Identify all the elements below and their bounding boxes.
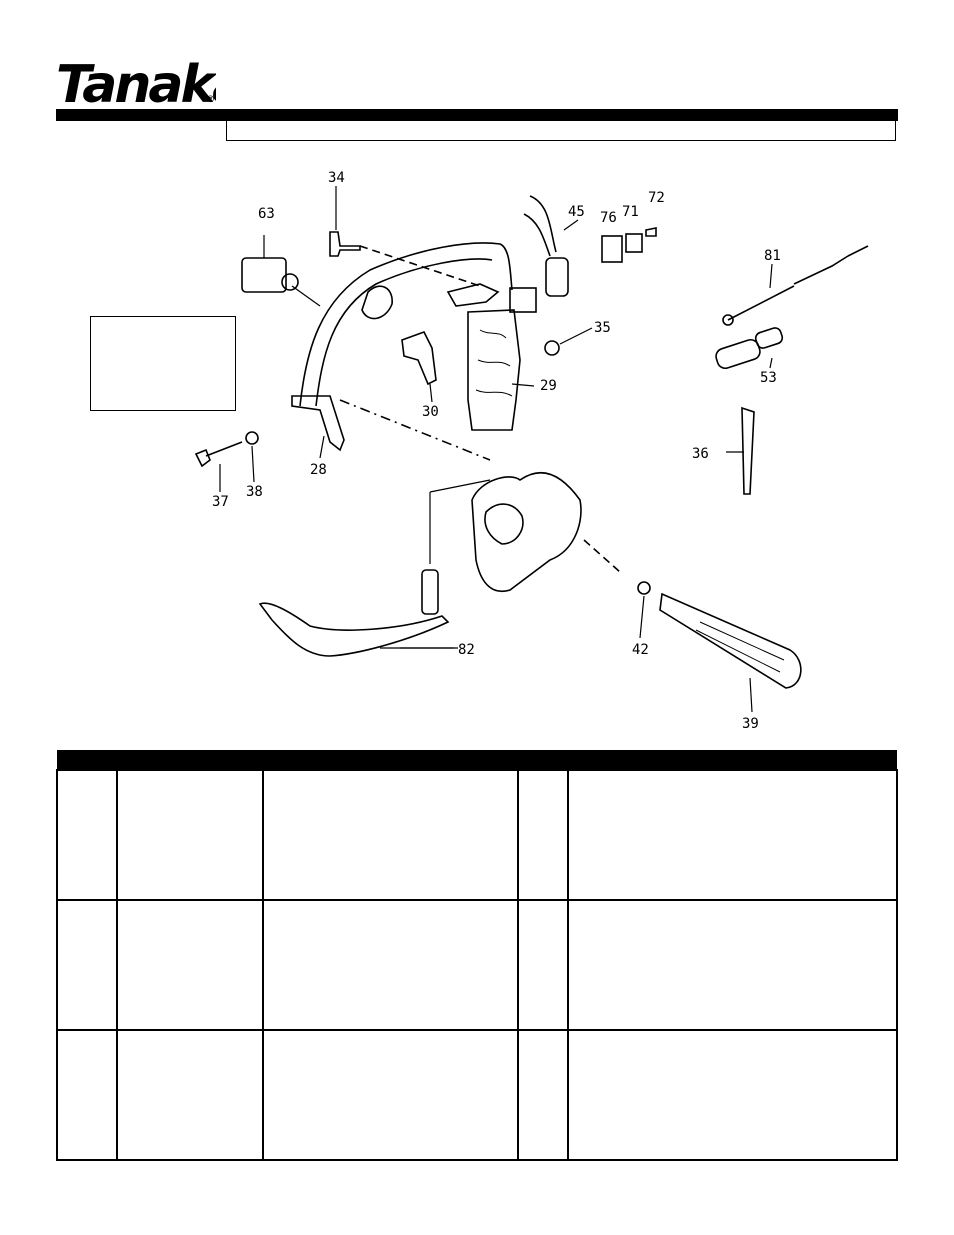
- screw-72: [645, 227, 657, 237]
- handle-bracket: [291, 395, 345, 452]
- parts-table: [56, 750, 898, 1161]
- table-cell: [56, 1029, 118, 1161]
- table-row: [56, 1029, 898, 1161]
- part-label-29: 29: [540, 378, 557, 394]
- part-label-76: 76: [600, 210, 617, 226]
- registered-mark: ®: [206, 95, 215, 105]
- part-label-38: 38: [246, 484, 263, 500]
- pin-37: [194, 441, 243, 468]
- table-cell: [517, 769, 569, 901]
- plate-71: [625, 233, 643, 253]
- part-label-42: 42: [632, 642, 649, 658]
- table-row: [56, 899, 898, 1031]
- table-cell: [517, 899, 569, 1031]
- part-label-82: 82: [458, 642, 475, 658]
- tanaka-logo: Tanaka ®: [56, 55, 216, 110]
- table-row: [56, 769, 898, 901]
- stand-82: [258, 602, 450, 657]
- table-header-cell: [117, 750, 263, 770]
- switch-63: [241, 257, 287, 293]
- table-cell: [116, 769, 264, 901]
- table-cell: [116, 899, 264, 1031]
- part-label-81: 81: [764, 248, 781, 264]
- washer-38: [245, 431, 259, 445]
- part-label-30: 30: [422, 404, 439, 420]
- parts-diagram: 34 63 45 76 71 72 81 35 30 29 53 28 37 3…: [194, 170, 869, 732]
- table-header-row: [57, 750, 897, 770]
- note-box: [90, 316, 236, 411]
- plate-76: [601, 235, 623, 263]
- handle-plate: [361, 285, 393, 320]
- part-label-71: 71: [622, 204, 639, 220]
- table-cell: [56, 899, 118, 1031]
- part-label-72: 72: [648, 190, 665, 206]
- header-rule: [56, 109, 898, 121]
- dashed-line-28: [339, 399, 491, 461]
- table-cell: [262, 769, 519, 901]
- table-cell: [567, 769, 898, 901]
- table-cell: [567, 899, 898, 1031]
- table-cell: [262, 899, 519, 1031]
- part-label-36: 36: [692, 446, 709, 462]
- table-header-cell: [263, 750, 518, 770]
- table-cell: [567, 1029, 898, 1161]
- spring-53: [715, 338, 761, 370]
- table-cell: [517, 1029, 569, 1161]
- part-label-53: 53: [760, 370, 777, 386]
- table-header-cell: [57, 750, 117, 770]
- dashed-line-34: [359, 245, 481, 287]
- part-label-35: 35: [594, 320, 611, 336]
- table-header-cell: [518, 750, 568, 770]
- cable-81: [727, 245, 869, 321]
- part-label-63: 63: [258, 206, 275, 222]
- title-box: [226, 121, 896, 141]
- switch-30: [401, 331, 437, 386]
- part-label-34: 34: [328, 170, 345, 186]
- part-label-45: 45: [568, 204, 585, 220]
- engine-housing: [471, 471, 582, 593]
- handle-bar: [299, 242, 513, 407]
- table-cell: [116, 1029, 264, 1161]
- grip-29: [467, 309, 521, 431]
- part-label-37: 37: [212, 494, 229, 510]
- wire-harness-45: [523, 195, 557, 257]
- table-header-cell: [568, 750, 897, 770]
- table-cell: [262, 1029, 519, 1161]
- handle-bar-inner: [315, 258, 493, 407]
- nut-35: [544, 340, 560, 356]
- tie-36: [741, 406, 755, 495]
- circlip-42: [637, 581, 651, 595]
- brand-name: Tanaka: [56, 55, 216, 110]
- dashed-line-42: [583, 539, 621, 573]
- screw-34: [329, 231, 361, 257]
- table-cell: [56, 769, 118, 901]
- part-label-28: 28: [310, 462, 327, 478]
- side-handle-39: [659, 592, 802, 689]
- part-label-39: 39: [742, 716, 759, 732]
